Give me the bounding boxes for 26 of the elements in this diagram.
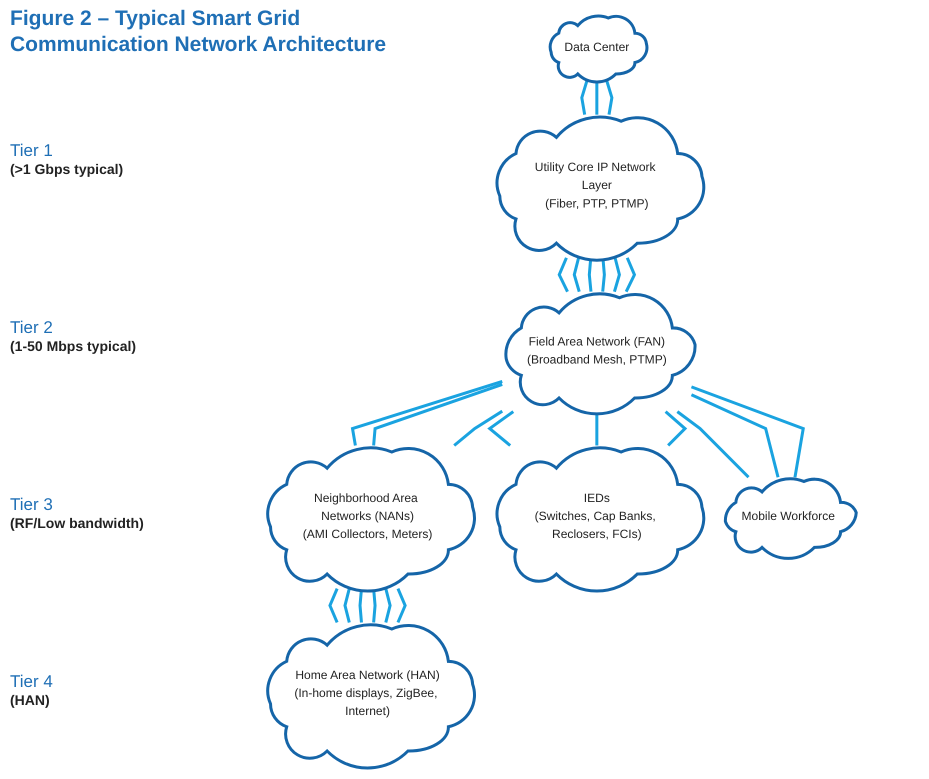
connector	[558, 257, 569, 292]
connector	[572, 257, 581, 292]
tier-bandwidth-note: (HAN)	[10, 692, 51, 708]
tier-label: Tier 2	[10, 318, 54, 338]
tier-label: Tier 1	[10, 140, 54, 161]
connector	[384, 588, 392, 623]
figure-title: Figure 2 – Typical Smart Grid Communication Network Architecture	[10, 6, 388, 58]
tier-bandwidth-note: (1-50 Mbps typical)	[10, 338, 138, 354]
connector	[372, 383, 503, 446]
tier-bandwidth-note: (>1 Gbps typical)	[10, 160, 124, 177]
connector	[624, 257, 636, 292]
connector	[613, 257, 621, 292]
connector	[605, 80, 614, 115]
tier-bandwidth-note: (RF/Low bandwidth)	[10, 515, 145, 532]
connector	[595, 80, 598, 115]
connector	[350, 380, 503, 446]
tier-label: Tier 3	[10, 495, 54, 516]
connector	[690, 385, 805, 478]
connector	[580, 80, 588, 115]
connector	[396, 588, 407, 624]
connector	[690, 393, 780, 478]
connector	[676, 410, 750, 478]
connector	[343, 588, 351, 623]
connector	[328, 588, 339, 624]
tier-label: Tier 4	[10, 672, 54, 692]
connector	[453, 410, 504, 447]
